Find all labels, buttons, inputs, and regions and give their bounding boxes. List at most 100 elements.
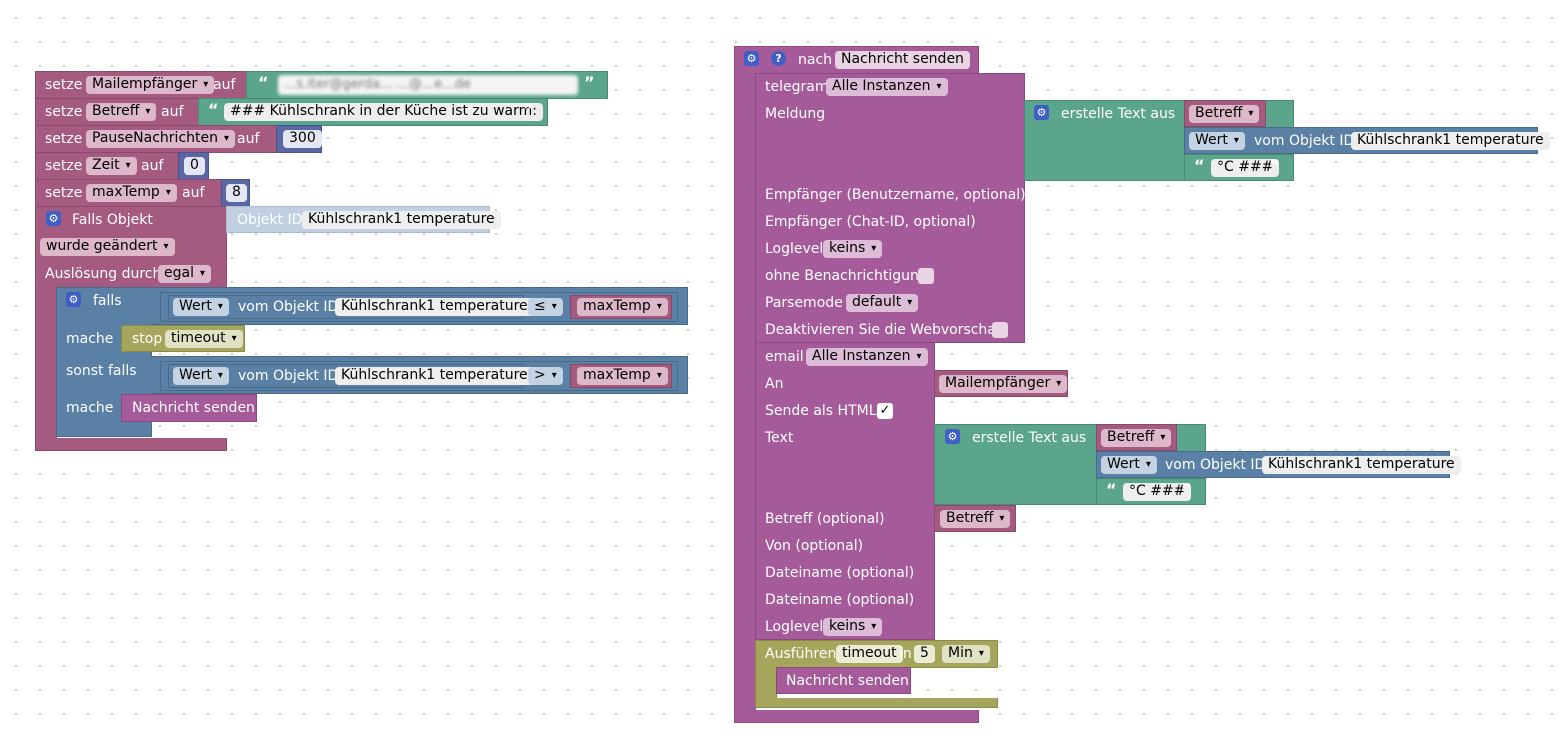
silent-checkbox[interactable] — [918, 268, 934, 284]
value-dropdown-2[interactable]: Wert — [173, 367, 229, 385]
suffix-text-field-1[interactable]: °C ### — [1211, 159, 1280, 177]
run-value-field[interactable]: 5 — [914, 645, 935, 663]
quote-open-icon: “ — [208, 100, 219, 119]
text-field-label: Text — [765, 430, 794, 446]
var-dropdown-subject-1[interactable]: Betreff — [1189, 105, 1260, 123]
run-unit-dropdown[interactable]: Min — [942, 645, 990, 663]
telegram-instance-dropdown[interactable]: Alle Instanzen — [826, 78, 948, 96]
send-html-checkbox[interactable]: ✓ — [877, 403, 893, 419]
var-dropdown-max-1[interactable]: maxTemp — [577, 298, 668, 316]
from-object-label: vom Objekt ID — [238, 299, 339, 315]
object-id-field[interactable]: Kühlschrank1 temperature — [302, 211, 501, 229]
var-dropdown-subject[interactable]: Betreff — [86, 103, 157, 121]
set-label: setze — [45, 104, 83, 120]
quote-open-icon: “ — [1106, 480, 1117, 499]
help-icon[interactable]: ? — [771, 51, 786, 66]
from-object-label: vom Objekt ID — [1254, 133, 1355, 149]
text-join-block-2[interactable] — [934, 424, 1099, 505]
trigger-dropdown[interactable]: egal — [158, 265, 211, 283]
suffix-text-field-2[interactable]: °C ### — [1123, 483, 1192, 501]
operator-dropdown-gt[interactable]: > — [528, 367, 563, 385]
quote-open-icon: “ — [1194, 156, 1205, 175]
file-optional-label-1: Dateiname (optional) — [765, 565, 915, 581]
var-dropdown-time[interactable]: Zeit — [86, 157, 137, 175]
gear-icon[interactable]: ⚙ — [744, 51, 759, 66]
message-label: Meldung — [765, 106, 826, 122]
if-object-label: Falls Objekt — [72, 212, 153, 228]
subject-text-field[interactable]: ### Kühlschrank in der Küche ist zu warm… — [224, 103, 543, 121]
function-spine — [734, 73, 756, 713]
var-dropdown-mail-2[interactable]: Mailempfänger — [939, 375, 1068, 393]
on-object-bottom — [35, 438, 227, 451]
quote-open-icon: “ — [258, 73, 269, 92]
changed-dropdown[interactable]: wurde geändert — [40, 238, 175, 256]
to-label: nach — [798, 52, 833, 68]
value-dropdown-4[interactable]: Wert — [1101, 456, 1157, 474]
email-label: email — [765, 349, 804, 365]
call-send-block-2[interactable] — [776, 667, 911, 694]
on-object-spine — [35, 287, 57, 439]
disable-preview-checkbox[interactable] — [992, 322, 1008, 338]
loglevel-dropdown-2[interactable]: keins — [823, 618, 883, 636]
text-join-block-1[interactable] — [1024, 100, 1179, 181]
run-timer-field[interactable]: timeout — [836, 645, 903, 663]
var-dropdown-max[interactable]: maxTemp — [86, 184, 177, 202]
object-id-field-4[interactable]: Kühlschrank1 temperature — [1262, 456, 1461, 474]
set-label: setze — [45, 77, 83, 93]
object-id-field-2[interactable]: Kühlschrank1 temperature — [335, 367, 534, 385]
object-id-label: Objekt ID — [237, 212, 303, 228]
set-label: setze — [45, 158, 83, 174]
function-name-field[interactable]: Nachricht senden — [835, 51, 970, 69]
quote-close-icon: ” — [1181, 480, 1192, 499]
to-field-label: An — [765, 376, 784, 392]
on-label: auf — [237, 131, 260, 147]
file-optional-label-2: Dateiname (optional) — [765, 592, 915, 608]
value-dropdown-3[interactable]: Wert — [1189, 132, 1245, 150]
loglevel-dropdown-1[interactable]: keins — [823, 240, 883, 258]
var-dropdown-max-2[interactable]: maxTemp — [577, 367, 668, 385]
time-number-field[interactable]: 0 — [184, 157, 205, 175]
do-label: mache — [66, 331, 114, 347]
parsemode-label: Parsemode — [765, 295, 843, 311]
value-dropdown-1[interactable]: Wert — [173, 298, 229, 316]
loglevel-label: Loglevel — [765, 619, 824, 635]
gear-icon[interactable]: ⚙ — [66, 292, 81, 307]
in-label: in — [899, 646, 912, 662]
telegram-label: telegram — [765, 79, 829, 95]
quote-close-icon: ” — [584, 73, 595, 92]
quote-close-icon: ” — [1269, 156, 1280, 175]
email-instance-dropdown[interactable]: Alle Instanzen — [806, 348, 928, 366]
var-dropdown-subject-3[interactable]: Betreff — [940, 510, 1011, 528]
function-bottom — [734, 710, 979, 723]
on-label: auf — [213, 77, 236, 93]
parsemode-dropdown[interactable]: default — [846, 294, 919, 312]
gear-icon[interactable]: ⚙ — [46, 211, 61, 226]
set-label: setze — [45, 185, 83, 201]
set-label: setze — [45, 131, 83, 147]
max-number-field[interactable]: 8 — [226, 184, 247, 202]
call-send-label: Nachricht senden — [132, 400, 255, 416]
var-dropdown-mail[interactable]: Mailempfänger — [86, 76, 215, 94]
run-label: Ausführen — [765, 646, 837, 662]
object-id-field-1[interactable]: Kühlschrank1 temperature — [335, 298, 534, 316]
recipient-chat-label: Empfänger (Chat-ID, optional) — [765, 214, 976, 230]
pause-number-field[interactable]: 300 — [283, 130, 322, 148]
run-timeout-spine — [755, 667, 777, 701]
silent-label: ohne Benachrichtigung — [765, 268, 928, 284]
send-html-label: Sende als HTML — [765, 403, 877, 419]
stop-timer-dropdown[interactable]: timeout — [165, 330, 243, 348]
from-object-label: vom Objekt ID — [1165, 457, 1266, 473]
mail-value-field[interactable]: ...s.iter@gerda... ...@...e...de — [278, 75, 578, 95]
email-block[interactable] — [755, 342, 935, 640]
gear-icon[interactable]: ⚙ — [1034, 105, 1049, 120]
var-dropdown-subject-2[interactable]: Betreff — [1101, 429, 1172, 447]
operator-dropdown-le[interactable]: ≤ — [528, 298, 563, 316]
call-send-block[interactable] — [121, 394, 257, 422]
var-dropdown-pause[interactable]: PauseNachrichten — [86, 130, 236, 148]
stop-label: stop — [132, 331, 163, 347]
gear-icon[interactable]: ⚙ — [945, 429, 960, 444]
trigger-label: Auslösung durch — [45, 266, 162, 282]
recipient-user-label: Empfänger (Benutzername, optional) — [765, 187, 1026, 203]
call-send-label: Nachricht senden — [786, 673, 909, 689]
object-id-field-3[interactable]: Kühlschrank1 temperature — [1351, 132, 1550, 150]
